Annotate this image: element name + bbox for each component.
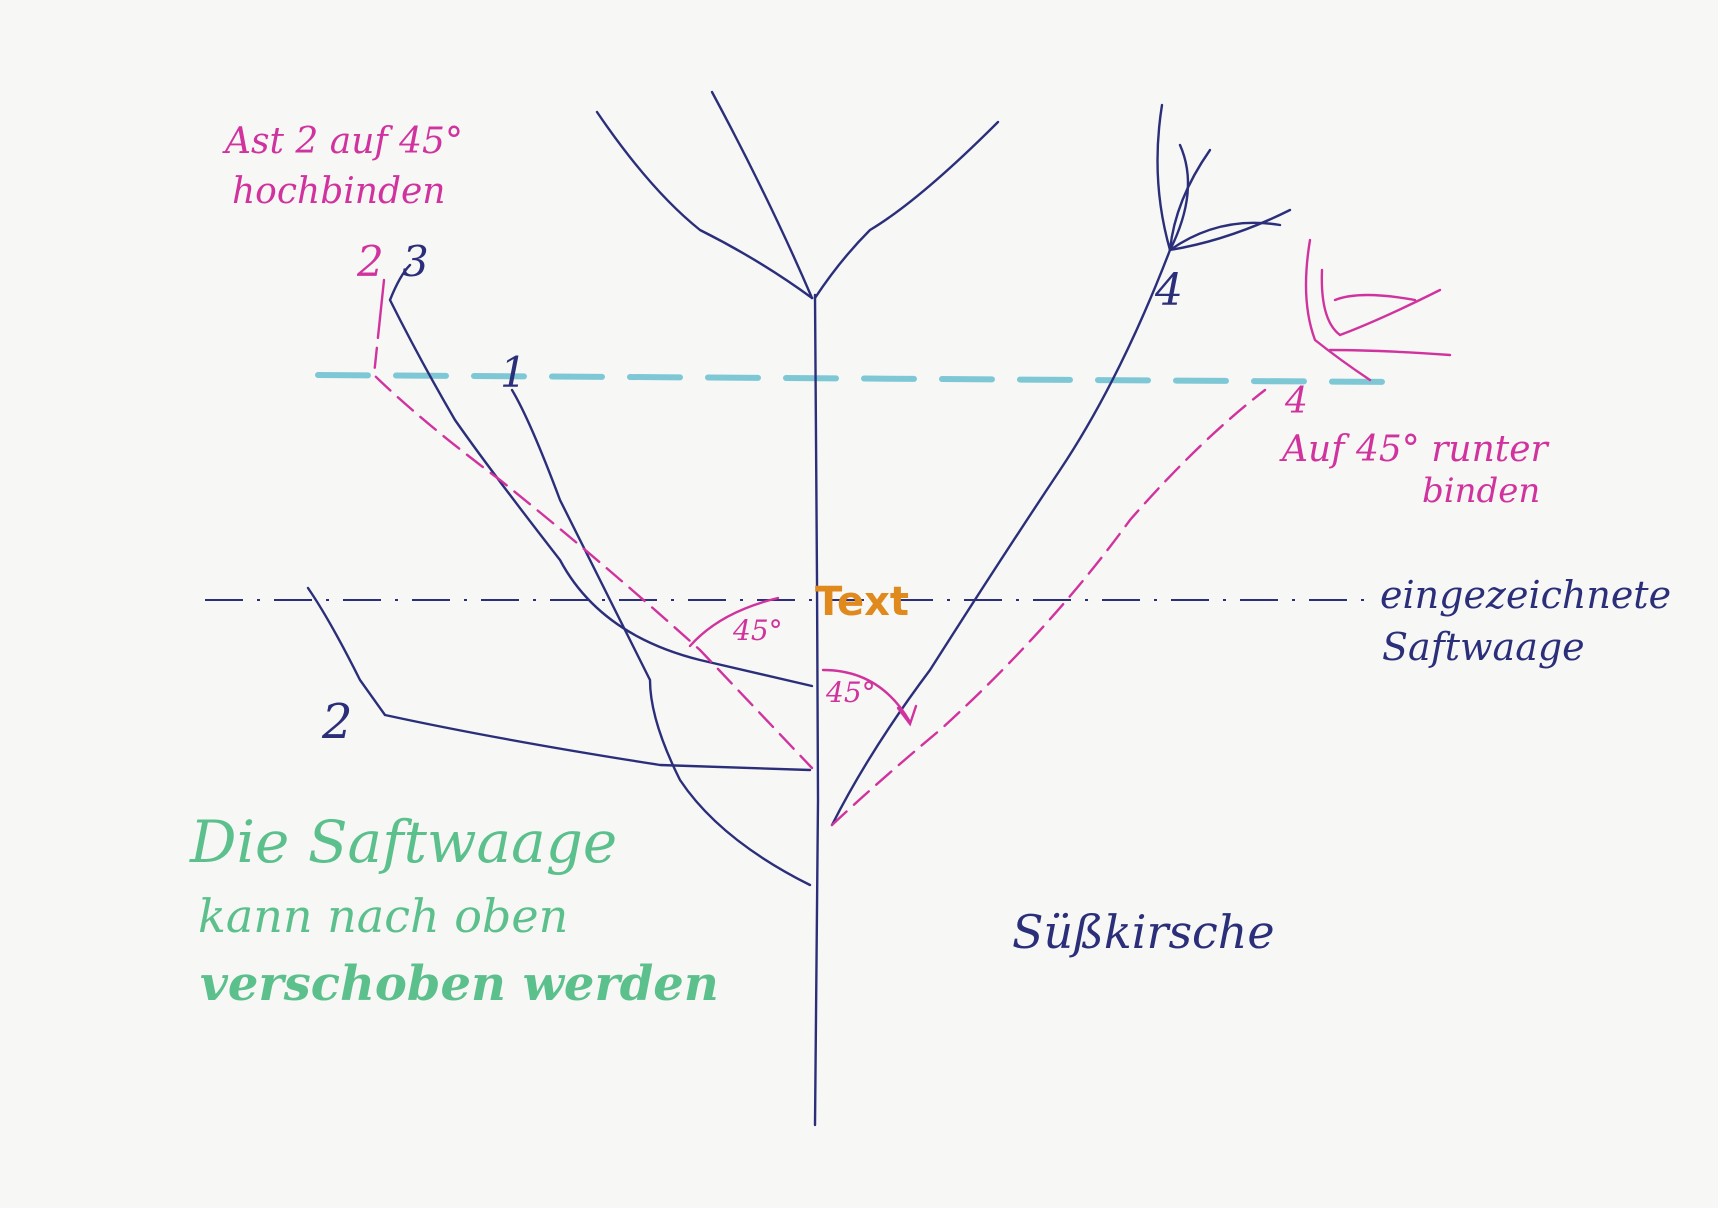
saftwaage-label-line1: eingezeichnete [1380,573,1671,617]
leader-crown-mid [710,90,814,300]
branch-1 [510,388,812,887]
angle-label-left: 45° [732,614,783,647]
green-note-line3: verschoben werden [200,956,719,1012]
branch-number-3: 3 [402,237,429,286]
branch-2-raised-tip [378,278,386,320]
note-bind-down-line1: Auf 45° runter [1279,429,1550,470]
branch-number-2-raised: 2 [356,237,384,286]
branch-4-bound-tip-b [1320,268,1442,337]
branch-number-2: 2 [321,694,353,750]
branch-number-1: 1 [500,348,527,397]
green-note-line2: kann nach oben [198,889,568,943]
leader-crown-left [595,110,814,300]
tree-structure [306,90,1292,1127]
tie-guides [372,238,1452,827]
trunk [813,293,820,1127]
branch-number-4-bound: 4 [1284,381,1308,422]
branch-number-4: 4 [1154,265,1183,316]
branch-2 [306,586,812,772]
branch-4-bound-tip-d [1328,348,1452,357]
branch-4 [830,248,1172,827]
branch-4-bound [830,388,1267,827]
note-bind-down-line2: binden [1422,471,1540,511]
branch-4-tip-e [1168,143,1190,252]
branch-4-tip-b [1168,148,1212,252]
branch-2-raised [372,316,814,770]
leader-crown-right [813,120,1000,300]
angle-arc-left [688,596,780,648]
shifted-saftwaage-line [315,372,1398,385]
branch-4-tip-c [1168,221,1282,252]
angle-arc-right [821,668,912,724]
angle-label-right: 45° [825,676,876,709]
branch-4-tip-a [1156,103,1172,252]
green-note-line1: Die Saftwaage [189,808,617,876]
overlay-text-label: Text [815,579,909,625]
branch-4-bound-tip-a [1304,238,1372,382]
branch-3 [388,263,814,688]
note-raise-line2: hochbinden [232,171,446,212]
branch-4-tip-d [1168,208,1292,252]
angle-arrow-head [896,704,918,727]
note-raise-line1: Ast 2 auf 45° [222,121,463,162]
species-label: Süßkirsche [1012,905,1275,959]
branch-4-bound-tip-c [1333,293,1417,302]
saftwaage-label-line2: Saftwaage [1382,625,1585,669]
